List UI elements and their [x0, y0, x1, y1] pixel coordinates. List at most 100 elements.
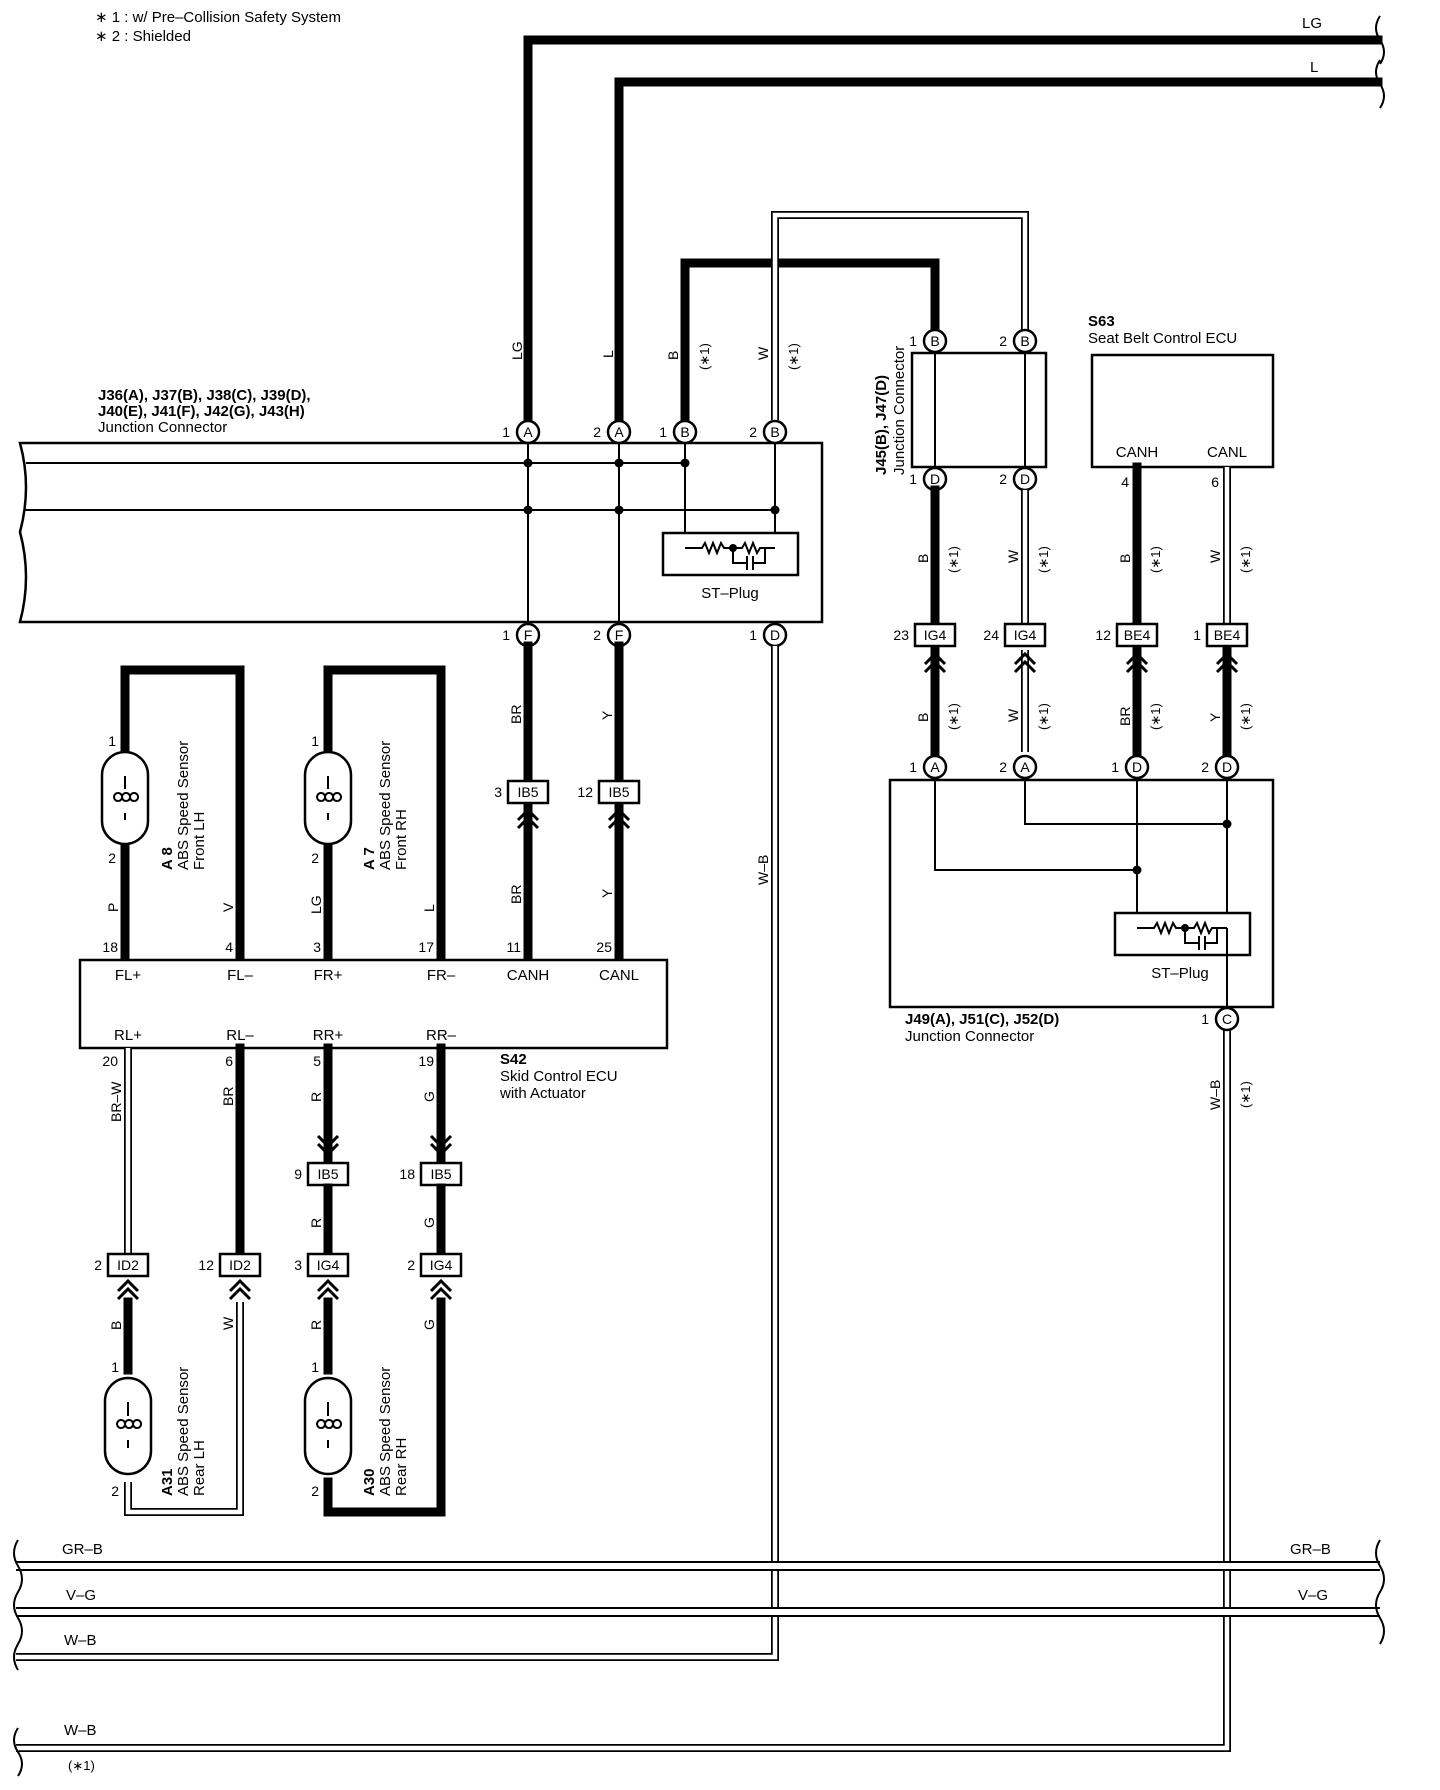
sensor-label: ABS Speed Sensor: [377, 1367, 394, 1496]
connector-id2-12: ID2 12: [198, 1252, 262, 1278]
break-mark-l: [1375, 59, 1385, 109]
j45-internal-wires: [934, 353, 1026, 467]
s42-terminal-fl-plus: FL+: [115, 967, 142, 984]
s42-terminal-rl-minus: RL–: [226, 1027, 254, 1044]
j45-pin-1b: [922, 328, 948, 354]
pin-number: 1: [909, 471, 917, 487]
sensor-label: Rear RH: [393, 1438, 410, 1496]
j49-st-plug: [1113, 911, 1252, 957]
connector-label: ID2: [117, 1257, 139, 1273]
wire-label-brw: BR–W: [108, 1081, 124, 1122]
star-label-b: (∗1): [697, 343, 712, 370]
j49-pin-1c: [1214, 1006, 1240, 1032]
s63-name: Seat Belt Control ECU: [1088, 330, 1237, 347]
connector-be4-1: BE4 1: [1193, 622, 1249, 648]
wire-label-w: W: [1005, 549, 1021, 563]
j36-body: [18, 441, 824, 624]
s42-terminal-fr-minus: FR–: [427, 967, 456, 984]
s42-terminal-fl-minus: FL–: [227, 967, 254, 984]
wire-label-g: G: [421, 1091, 437, 1102]
s63-pin-canh: 4: [1121, 474, 1129, 490]
wire-label-y: Y: [1207, 712, 1223, 722]
note-pre-collision: ∗ 1 : w/ Pre–Collision Safety System: [95, 9, 341, 26]
resistor-icon: [1137, 920, 1227, 936]
sensor-a31: 1 2 A31 ABS Speed Sensor Rear LH: [103, 1359, 208, 1499]
wire-label-b: B: [915, 554, 931, 563]
chevron-down-icon: [429, 1134, 453, 1157]
bus-label-wb: W–B: [64, 1632, 97, 1649]
connector-be4-12: BE4 12: [1095, 622, 1159, 648]
wire-label-v: V: [220, 902, 236, 912]
connector-ib5-12: IB5 12: [577, 779, 641, 805]
chevron-up-icon: [228, 1278, 252, 1301]
note-shielded: ∗ 2 : Shielded: [95, 28, 191, 45]
s42-code: S42: [500, 1051, 527, 1068]
s42-pin-rr-minus: 19: [418, 1053, 434, 1069]
wire-wb-j49-bottom-inner: [16, 1030, 1230, 1751]
wire-label-w: W: [755, 346, 771, 360]
connector-label: IB5: [517, 784, 538, 800]
pin-number: 1: [909, 759, 917, 775]
pin-number: 2: [108, 850, 116, 866]
connector-pin: 12: [577, 784, 593, 800]
pin-number: 2: [1201, 759, 1209, 775]
sensor-label: Front LH: [191, 812, 208, 870]
chevron-up-icon: [316, 1278, 340, 1301]
connector-pin: 18: [399, 1166, 415, 1182]
star-label: (∗1): [1148, 703, 1163, 730]
j49-pin-2a: [1012, 754, 1038, 780]
sensor-a7: 1 2 A 7 ABS Speed Sensor Front RH: [303, 733, 410, 870]
pin-letter: A: [614, 424, 624, 440]
s42-terminal-rr-plus: RR+: [313, 1027, 344, 1044]
connector-pin: 12: [198, 1257, 214, 1273]
connector-ig4-3: IG4 3: [294, 1252, 350, 1278]
pin-number: 1: [502, 627, 510, 643]
connector-label: BE4: [1124, 627, 1151, 643]
pin-number: 1: [111, 1359, 119, 1375]
resistor-icon: [685, 540, 775, 556]
chevron-up-icon: [516, 807, 540, 830]
s42-terminal-rl-plus: RL+: [114, 1027, 142, 1044]
bus-label-grb-left: GR–B: [62, 1541, 103, 1558]
star-label: (∗1): [1238, 1081, 1253, 1108]
connector-label: ID2: [229, 1257, 251, 1273]
pin-letter: B: [680, 424, 689, 440]
connector-label: IB5: [430, 1166, 451, 1182]
connector-label: IG4: [430, 1257, 453, 1273]
connector-pin: 12: [1095, 627, 1111, 643]
sensor-code: A 7: [361, 847, 378, 870]
j36-junction-dot: [614, 458, 624, 468]
star-label: (∗1): [946, 546, 961, 573]
j49-pin-2d: [1214, 754, 1240, 780]
j36-pin-1a: [515, 419, 541, 445]
connector-pin: 24: [983, 627, 999, 643]
star-label-w: (∗1): [786, 343, 801, 370]
speed-sensor-icon: [303, 1376, 353, 1476]
pin-number: 2: [111, 1483, 119, 1499]
pin-number: 1: [311, 1359, 319, 1375]
pin-letter: C: [1222, 1011, 1232, 1027]
pin-number: 1: [1201, 1011, 1209, 1027]
wire-w-id2-a31-inner: [125, 1302, 243, 1515]
j49-title-line1: J49(A), J51(C), J52(D): [905, 1011, 1059, 1028]
pin-number: 2: [311, 850, 319, 866]
connector-label: IG4: [317, 1257, 340, 1273]
pin-number: 2: [593, 627, 601, 643]
pin-letter: A: [1020, 759, 1030, 775]
connector-ib5-9: IB5 9: [294, 1161, 350, 1187]
sensor-code: A30: [361, 1468, 378, 1496]
connector-ib5-18: IB5 18: [399, 1161, 463, 1187]
star-label: (∗1): [1036, 703, 1051, 730]
s42-pin-rl-minus: 6: [225, 1053, 233, 1069]
j45-title-line2: Junction Connector: [891, 346, 908, 475]
pin-letter: B: [930, 333, 939, 349]
s42-terminal-fr-plus: FR+: [314, 967, 343, 984]
capacitor-icon: [732, 548, 766, 570]
wire-label-br: BR: [220, 1087, 236, 1106]
pin-letter: D: [1132, 759, 1142, 775]
wire-label-g: G: [421, 1217, 437, 1228]
sensor-code: A 8: [159, 847, 176, 870]
wire-label-b: B: [1117, 554, 1133, 563]
break-mark-right: [1375, 1539, 1385, 1645]
